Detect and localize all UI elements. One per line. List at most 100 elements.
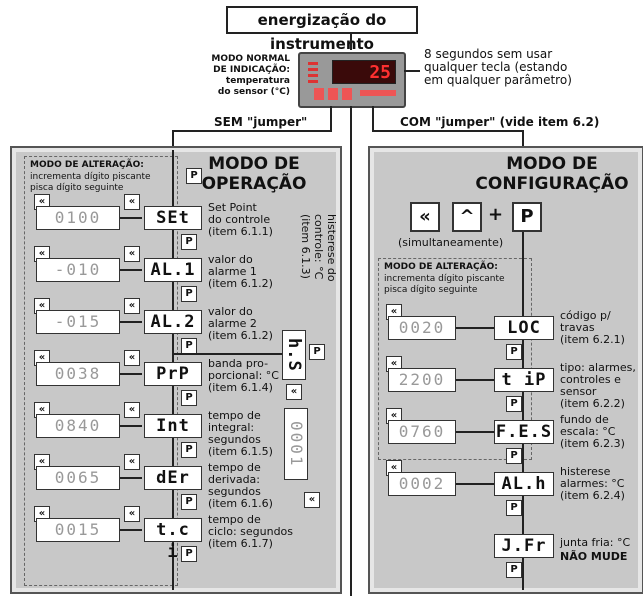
with-jumper-label: COM "jumper" (vide item 6.2) <box>400 115 600 129</box>
left-key-icon[interactable]: « <box>124 350 140 366</box>
operation-alter-next: pisca dígito seguinte <box>30 183 124 193</box>
connector <box>456 483 494 485</box>
op-param-desc: valor do alarme 1 (item 6.1.2) <box>208 253 273 290</box>
connector <box>456 379 494 381</box>
instrument: 25 <box>298 52 406 108</box>
left-key-icon[interactable]: « <box>124 298 140 314</box>
instrument-leds <box>308 62 318 84</box>
connector <box>120 321 142 323</box>
instrument-keys <box>314 88 354 100</box>
left-key-icon[interactable]: « <box>124 194 140 210</box>
op-param-desc: tempo de integral: segundos (item 6.1.5) <box>208 409 273 458</box>
op-value-display: -010 <box>36 258 120 282</box>
connector <box>120 269 142 271</box>
connector <box>522 130 524 146</box>
op-value-display: 0015 <box>36 518 120 542</box>
connector <box>172 130 174 146</box>
p-key-icon[interactable]: P <box>186 168 202 184</box>
op-value-display: 0065 <box>36 466 120 490</box>
op-param-display: t.c i <box>144 518 202 562</box>
op-param-desc: valor do alarme 2 (item 6.1.2) <box>208 305 273 342</box>
op-param-display: dEr <box>144 466 202 490</box>
junta-fria-display: J.Fr <box>494 534 554 558</box>
cfg-value-display: 2200 <box>388 368 456 392</box>
hyst-param-display: h.S <box>282 330 306 380</box>
op-value-display: -015 <box>36 310 120 334</box>
eight-seconds-note: 8 segundos sem usar qualquer tecla (esta… <box>424 47 572 87</box>
operation-alter-inc: incrementa dígito piscante <box>30 172 151 182</box>
hyst-desc: histerese do controle: °C (item 6.1.3) <box>299 214 338 282</box>
energize-box: energização do instrumento <box>226 6 418 53</box>
p-key-icon[interactable]: P <box>506 448 522 464</box>
p-key-icon[interactable]: P <box>512 202 542 232</box>
connector <box>172 353 282 355</box>
op-param-desc: banda pro- porcional: °C (item 6.1.4) <box>208 357 279 394</box>
up-key-icon[interactable]: ^ <box>452 202 482 232</box>
config-alter-inc: incrementa dígito piscante <box>384 274 505 284</box>
left-key-icon[interactable]: « <box>124 506 140 522</box>
connector <box>120 373 142 375</box>
op-param-desc: tempo de ciclo: segundos (item 6.1.7) <box>208 513 294 550</box>
cfg-param-display: F.E.S <box>494 420 554 444</box>
connector <box>404 70 420 72</box>
cfg-value-display: 0002 <box>388 472 456 496</box>
p-key-icon[interactable]: P <box>506 562 522 578</box>
op-value-display: 0100 <box>36 206 120 230</box>
connector <box>372 130 522 132</box>
configuration-title: MODO DE CONFIGURAÇÃO <box>475 154 629 194</box>
connector <box>330 106 332 130</box>
without-jumper-label: SEM "jumper" <box>214 115 308 129</box>
connector <box>172 130 332 132</box>
junta-fria-warning: NÃO MUDE <box>560 550 628 563</box>
op-param-desc: tempo de derivada: segundos (item 6.1.6) <box>208 461 273 510</box>
connector <box>372 106 374 130</box>
cfg-value-display: 0020 <box>388 316 456 340</box>
op-param-display: SEt <box>144 206 202 230</box>
op-param-desc: Set Point do controle (item 6.1.1) <box>208 201 273 238</box>
p-key-icon[interactable]: P <box>181 494 197 510</box>
op-param-display: PrP <box>144 362 202 386</box>
cfg-param-desc: tipo: alarmes, controles e sensor (item … <box>560 361 636 410</box>
instrument-value: 25 <box>369 62 391 83</box>
config-alter-box <box>378 258 532 460</box>
operation-title: MODO DE OPERAÇÃO <box>201 154 307 194</box>
left-key-icon[interactable]: « <box>124 246 140 262</box>
left-key-icon[interactable]: « <box>304 492 320 508</box>
hyst-value-display: 0001 <box>284 408 308 480</box>
p-key-icon[interactable]: P <box>181 338 197 354</box>
plus-sign: + <box>488 204 504 225</box>
op-value-display: 0840 <box>36 414 120 438</box>
config-alter-title: MODO DE ALTERAÇÃO: <box>384 262 498 272</box>
connector <box>350 32 352 50</box>
op-value-display: 0038 <box>36 362 120 386</box>
cfg-value-display: 0760 <box>388 420 456 444</box>
connector <box>456 327 494 329</box>
p-key-icon[interactable]: P <box>506 500 522 516</box>
left-key-icon[interactable]: « <box>286 384 302 400</box>
p-key-icon[interactable]: P <box>181 286 197 302</box>
junta-fria-desc: junta fria: °C <box>560 536 631 549</box>
connector <box>120 477 142 479</box>
left-key-icon[interactable]: « <box>124 402 140 418</box>
cfg-param-display: LOC <box>494 316 554 340</box>
energize-label: energização do instrumento <box>257 11 387 53</box>
normal-mode-label: MODO NORMAL DE INDICAÇÃO: <box>211 54 290 75</box>
left-key-icon[interactable]: « <box>124 454 140 470</box>
p-key-icon[interactable]: P <box>309 344 325 360</box>
normal-mode-sub: temperatura do sensor (°C) <box>217 76 290 97</box>
p-key-icon[interactable]: P <box>506 396 522 412</box>
p-key-icon[interactable]: P <box>181 546 197 562</box>
simultaneous-label: (simultaneamente) <box>398 236 504 249</box>
p-key-icon[interactable]: P <box>181 390 197 406</box>
connector <box>120 217 142 219</box>
p-key-icon[interactable]: P <box>181 442 197 458</box>
cfg-param-desc: código p/ travas (item 6.2.1) <box>560 309 625 346</box>
cfg-param-desc: histerese alarmes: °C (item 6.2.4) <box>560 465 625 502</box>
config-alter-next: pisca dígito seguinte <box>384 285 478 295</box>
operation-alter-title: MODO DE ALTERAÇÃO: <box>30 160 144 170</box>
left-key-icon[interactable]: « <box>410 202 440 232</box>
p-key-icon[interactable]: P <box>506 344 522 360</box>
p-key-icon[interactable]: P <box>181 234 197 250</box>
connector <box>120 529 142 531</box>
cfg-param-display: AL.h <box>494 472 554 496</box>
